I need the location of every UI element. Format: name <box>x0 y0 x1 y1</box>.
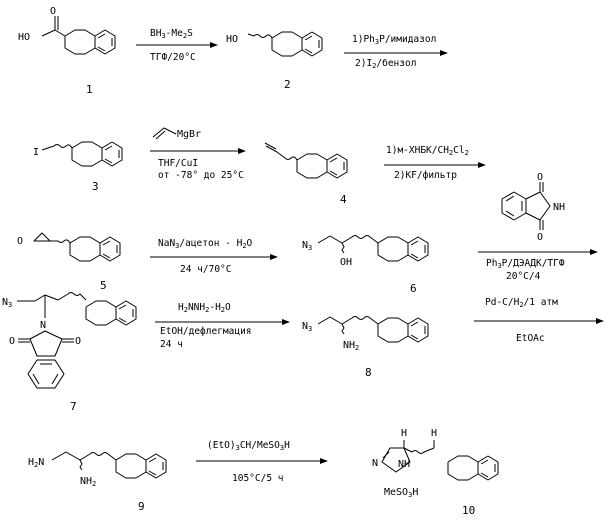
atom-o-7-left: O <box>9 336 15 347</box>
compound-number-7: 7 <box>70 400 77 413</box>
compound-9: H2N NH2 9 <box>28 452 166 513</box>
condition-r4-line2: 2)KF/фильтр <box>394 170 457 181</box>
atom-o-epoxide: O <box>17 236 23 247</box>
condition-r2-line2: 2)I2/бензол <box>355 58 416 70</box>
reaction-arrow-4: 1)м-ХНБК/CH2Cl2 2)KF/фильтр <box>384 145 486 181</box>
compound-5: O 5 <box>17 233 120 292</box>
atom-o: O <box>50 6 56 17</box>
atom-n-7: N <box>40 320 46 331</box>
condition-r3-line2: от -78° до 25°С <box>158 170 244 181</box>
compound-1: O HO 1 <box>18 6 115 96</box>
condition-r2-line1: 1)Ph3P/имидазол <box>352 34 436 46</box>
condition-r6-line2: 20°С/4 <box>506 271 541 282</box>
condition-r3-line1: THF/CuI <box>158 158 198 169</box>
atom-n3-7: N3 <box>2 297 12 309</box>
atom-i: I <box>33 147 39 158</box>
compound-8: N3 NH2 8 <box>302 317 428 380</box>
reagent-mgbr: MgBr <box>177 129 201 140</box>
compound-6: N3 OH 6 <box>302 236 428 296</box>
condition-r4-line1: 1)м-ХНБК/CH2Cl2 <box>386 145 469 157</box>
compound-10: N NH H H MeSO3H 10 <box>372 428 498 517</box>
condition-r1-bottom: ТГФ/20°С <box>150 52 196 63</box>
condition-r7-top: H2NNH2-H2O <box>178 302 231 314</box>
compound-number-6: 6 <box>410 282 417 295</box>
atom-nh: NH <box>553 202 565 213</box>
condition-r9-top: (EtO)3CH/MeSO3H <box>207 440 290 452</box>
condition-r1-top: BH3-Me2S <box>150 28 193 40</box>
reaction-arrow-1: BH3-Me2S ТГФ/20°С <box>136 28 218 63</box>
reaction-arrow-6: Ph3P/ДЭАДК/ТГФ 20°С/4 <box>478 249 598 282</box>
atom-nh2-8: NH2 <box>343 340 359 352</box>
reaction-arrow-9: (EtO)3CH/MeSO3H 105°С/5 ч <box>196 440 328 484</box>
atom-n3-6: N3 <box>302 240 312 252</box>
salt-mesoh: MeSO3H <box>384 487 418 499</box>
compound-number-9: 9 <box>138 500 145 513</box>
compound-number-2: 2 <box>284 78 291 91</box>
compound-4: 4 <box>265 143 347 206</box>
atom-h-10-b: H <box>431 428 437 439</box>
reaction-arrow-3: MgBr THF/CuI от -78° до 25°С <box>150 128 246 181</box>
compound-3: I 3 <box>33 142 122 193</box>
atom-o-7-right: O <box>75 336 81 347</box>
condition-r5-bottom: 24 ч/70°С <box>180 264 231 275</box>
phthalimide-reagent: O O NH <box>502 172 565 243</box>
compound-number-3: 3 <box>92 180 99 193</box>
condition-r7-line3: 24 ч <box>160 339 183 350</box>
atom-ho: HO <box>18 32 30 43</box>
condition-r8-top: Pd-C/H2/1 атм <box>485 297 558 309</box>
compound-number-5: 5 <box>100 279 107 292</box>
compound-7: N3 N O O 7 <box>2 293 136 414</box>
condition-r7-line2: EtOH/дефлегмация <box>160 326 252 337</box>
atom-nh2-9: NH2 <box>80 476 96 488</box>
compound-number-4: 4 <box>340 193 347 206</box>
atom-n-10: N <box>372 458 378 469</box>
compound-number-8: 8 <box>365 366 372 379</box>
atom-ho-2: HO <box>226 34 238 45</box>
condition-r6-line1: Ph3P/ДЭАДК/ТГФ <box>486 258 565 270</box>
reaction-arrow-2: 1)Ph3P/имидазол 2)I2/бензол <box>344 34 448 70</box>
compound-2: HO 2 <box>226 32 322 91</box>
atom-nh-10: NH <box>398 459 410 470</box>
reaction-arrow-5: NaN3/ацетон - H2O 24 ч/70°С <box>150 238 278 275</box>
compound-number-1: 1 <box>86 83 93 96</box>
compound-number-10: 10 <box>462 504 475 517</box>
atom-h-10-a: H <box>401 428 407 439</box>
condition-r8-bottom: EtOAc <box>516 333 545 344</box>
reaction-arrow-7: H2NNH2-H2O EtOH/дефлегмация 24 ч <box>155 302 290 350</box>
atom-n3-8: N3 <box>302 321 312 333</box>
condition-r5-top: NaN3/ацетон - H2O <box>158 238 253 250</box>
reaction-arrow-8: Pd-C/H2/1 атм EtOAc <box>474 297 604 344</box>
atom-o-top: O <box>537 172 543 183</box>
atom-o-bottom: O <box>537 232 543 243</box>
condition-r9-bottom: 105°С/5 ч <box>232 473 283 484</box>
atom-h2n-9: H2N <box>28 457 44 469</box>
atom-oh-6: OH <box>340 257 352 268</box>
